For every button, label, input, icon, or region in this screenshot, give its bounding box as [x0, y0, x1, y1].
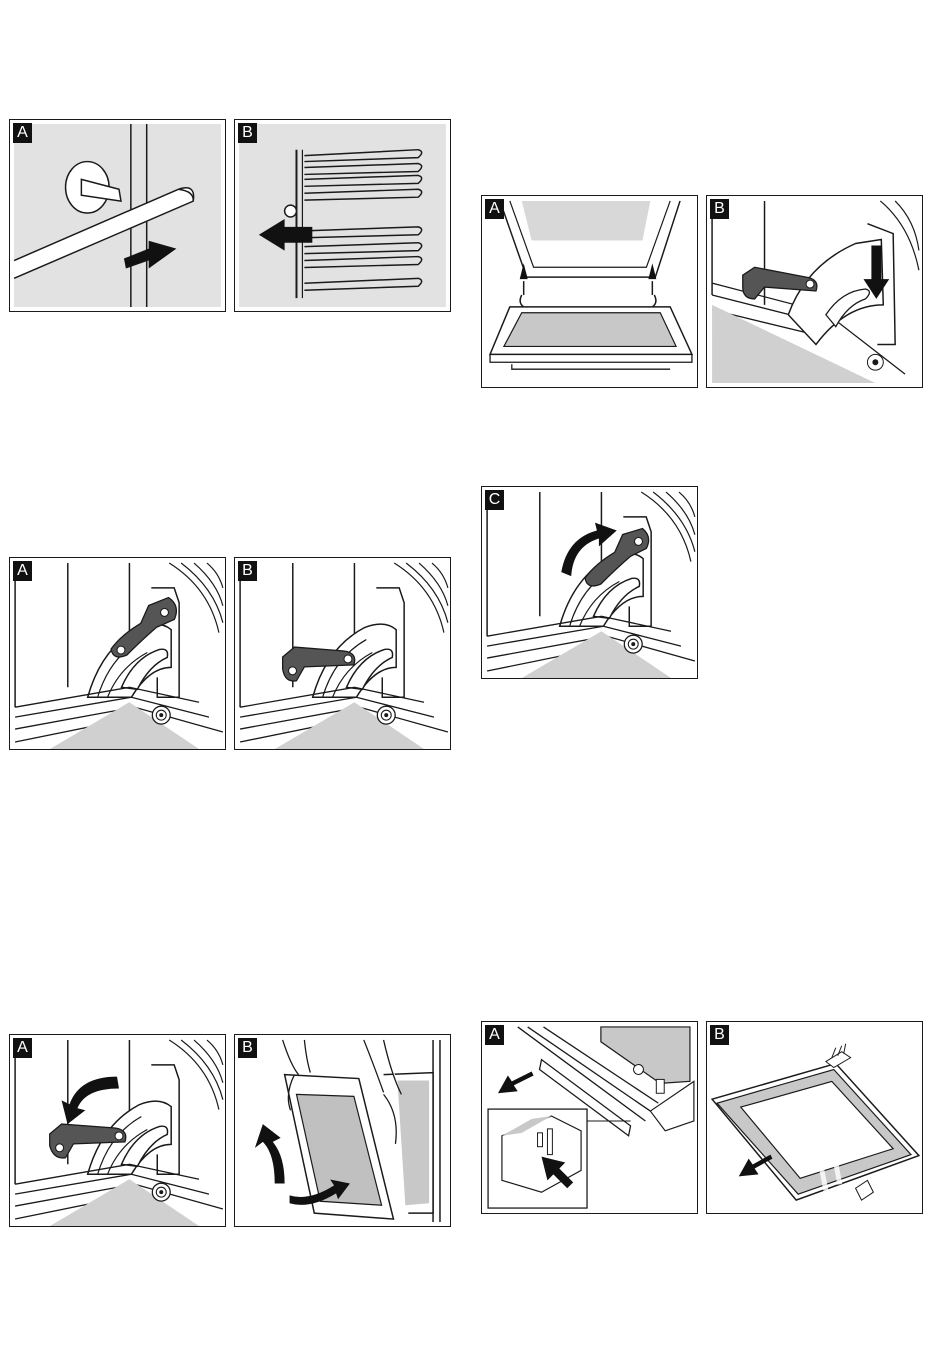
figure-label: B — [710, 199, 729, 219]
figure-1a: A — [9, 119, 226, 312]
figure-4a: A — [481, 195, 698, 388]
rail-hook-illustration — [10, 120, 225, 311]
figure-label: A — [485, 1025, 504, 1045]
figure-label: B — [238, 1038, 257, 1058]
figure-3a: A — [9, 1034, 226, 1227]
arrow-left-icon — [498, 1071, 534, 1093]
rotate-arrow-icon — [62, 1077, 119, 1125]
figure-label: C — [485, 490, 504, 510]
figure-label: B — [710, 1025, 729, 1045]
figure-1b: B — [234, 119, 451, 312]
figure-label: B — [238, 561, 257, 581]
figure-label: B — [238, 123, 257, 143]
figure-2a: A — [9, 557, 226, 750]
figure-4b: B — [706, 195, 923, 388]
figure-3b: B — [234, 1034, 451, 1227]
figure-label: A — [13, 123, 32, 143]
figure-5a: A — [481, 1021, 698, 1214]
figure-2b: B — [234, 557, 451, 750]
figure-label: A — [485, 199, 504, 219]
figure-label: A — [13, 561, 32, 581]
figure-label: A — [13, 1038, 32, 1058]
rack-illustration — [235, 120, 450, 311]
figure-5b: B — [706, 1021, 923, 1214]
lift-arrow-icon — [255, 1124, 285, 1183]
figure-4c: C — [481, 486, 698, 679]
